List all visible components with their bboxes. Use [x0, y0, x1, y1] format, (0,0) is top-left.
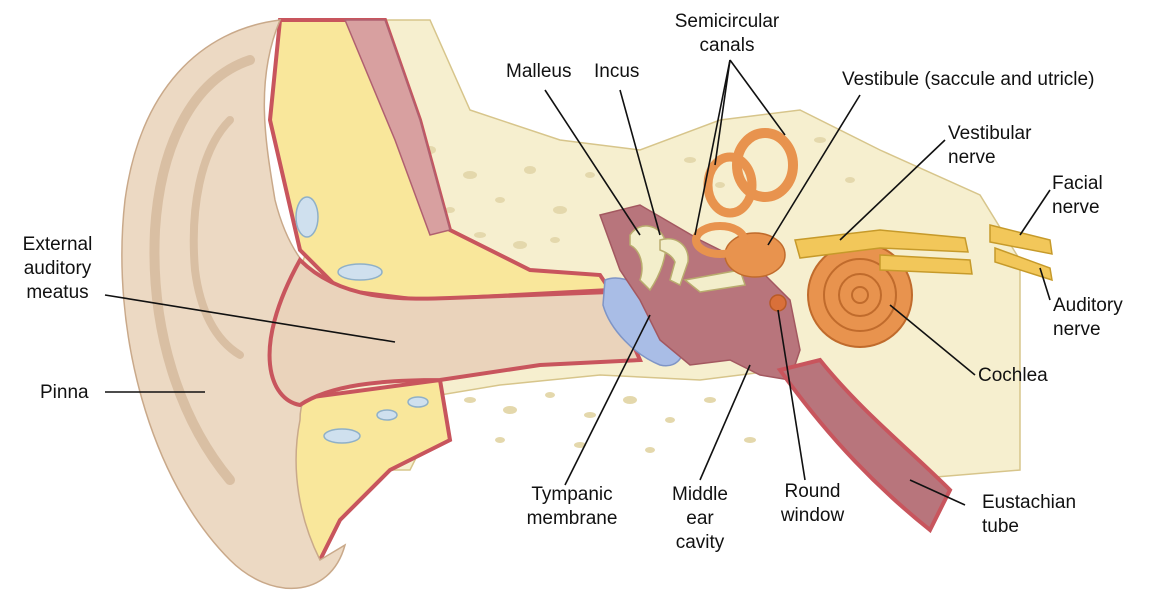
eustachian-tube-shape: [776, 357, 953, 534]
pinna-shape: [121, 19, 361, 589]
malleus-bone: [629, 225, 667, 292]
label-cochlea: Cochlea: [978, 365, 1048, 386]
pinna-fold: [149, 55, 255, 485]
label-pinna: Pinna: [40, 382, 89, 403]
ear-canal: [267, 256, 644, 408]
pinna-inner-fold: [189, 116, 244, 359]
tissue-vessel: [376, 409, 398, 421]
nerve-bundles: [794, 224, 1053, 282]
tissue-vessel: [407, 396, 429, 408]
leader-lines: [104, 59, 1051, 506]
label-incus: Incus: [594, 61, 640, 82]
muscle-band: [343, 19, 451, 236]
incus-bone: [659, 238, 689, 287]
label-malleus: Malleus: [506, 61, 572, 82]
lower-soft-tissue: [287, 377, 453, 563]
tissue-vessel: [295, 196, 319, 238]
stapes-bone: [683, 269, 746, 293]
bone-texture: [424, 137, 855, 453]
tissue-vessel: [337, 263, 383, 281]
label-vestibule: Vestibule (saccule and utricle): [842, 69, 1095, 90]
tissue-vessel: [323, 428, 361, 444]
